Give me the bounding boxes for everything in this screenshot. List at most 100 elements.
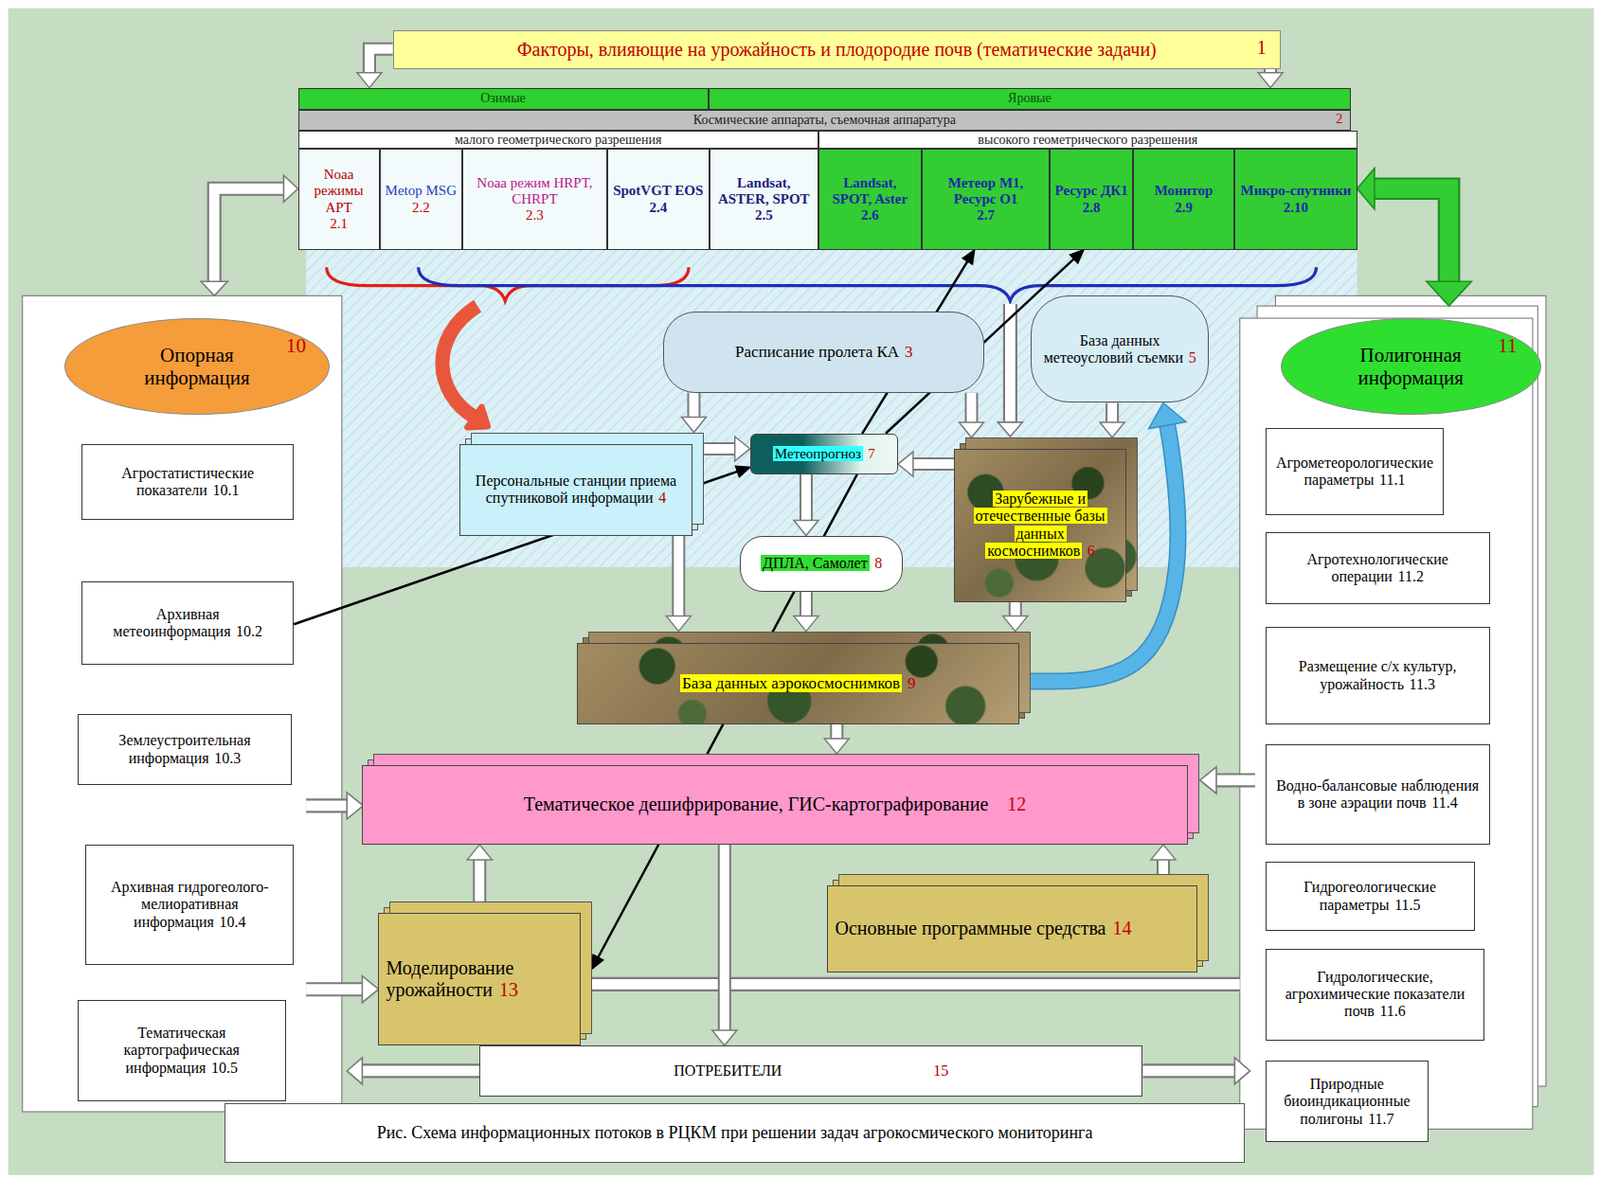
node-label: ПОТРЕБИТЕЛИ (673, 1062, 782, 1079)
source-box: Агротехнологические операции11.2 (1265, 532, 1491, 604)
box-face: Landsat, ASTER, SPOT2.5 (709, 148, 819, 251)
callout-number: 2.3 (466, 207, 604, 224)
source-box: Тематическая картографическая информация… (77, 1000, 287, 1103)
flow-arrow (712, 844, 738, 1046)
text-wrap: Монитор2.9 (1154, 182, 1214, 216)
arrow-shaft (474, 860, 485, 902)
callout-number: 8 (874, 555, 882, 572)
node-label: Noaa режим HRPT, CHRPT (466, 175, 604, 209)
box-face: Тематическое дешифрирование, ГИС-картогр… (361, 765, 1187, 845)
arrow-head (793, 521, 819, 537)
text-wrap: Моделирование урожайности13 (386, 957, 573, 1002)
box-face: Metop MSG2.2 (379, 148, 463, 251)
callout-number: 6 (1087, 542, 1096, 559)
text-wrap: ПОТРЕБИТЕЛИ15 (673, 1062, 949, 1080)
box-face: Озимые (298, 88, 709, 111)
flow-arrow (681, 393, 706, 433)
source-box: Архивная гидрогеолого-мелиоративная инфо… (85, 844, 294, 966)
block-arrow (214, 188, 284, 282)
box-face: Моделирование урожайности13 (377, 913, 581, 1046)
season-band: Озимые (298, 88, 709, 111)
arrow-outline (686, 393, 701, 418)
arrow-shaft (913, 459, 954, 469)
block-arrow-head (346, 1058, 362, 1085)
block-arrow-head (997, 422, 1023, 437)
arrow-head (898, 451, 914, 477)
text-wrap: Водно-балансовые наблюдения в зоне аэрац… (1274, 777, 1482, 813)
callout-number: 7 (867, 446, 876, 462)
node-label: Яровые (1007, 90, 1052, 106)
callout-number: 11.2 (1397, 568, 1423, 585)
node-label: Агрометеорологические параметры (1276, 454, 1434, 488)
text-wrap: Noaa режим HRPT, CHRPT2.3 (466, 175, 604, 225)
node-label: Расписание пролета КА (735, 342, 899, 361)
node-label: Metop MSG (385, 182, 457, 199)
resolution-band: высокого геометрического разрешения (818, 130, 1358, 149)
box-face: Метеор М1, Ресурс О12.7 (921, 148, 1051, 251)
block-arrow-head (346, 792, 363, 820)
arrow-outline (1008, 602, 1023, 617)
callout-number: 12 (1006, 793, 1026, 815)
arrow-head (1150, 844, 1176, 861)
text-wrap: Гидрологические, агрохимические показате… (1274, 969, 1477, 1022)
group-oval: Полигонная информация11 (1280, 318, 1542, 415)
red-flow-arrow (442, 305, 478, 417)
node-label: Landsat, ASTER, SPOT (713, 175, 815, 209)
callout-number: 10.3 (214, 750, 241, 767)
box-face: Агростатистические показатели10.1 (81, 444, 294, 522)
text-wrap: Факторы, влияющие на урожайность и плодо… (517, 38, 1157, 61)
callout-number: 2.9 (1154, 199, 1214, 216)
box-face: База данных метеоусловий съемки5 (1030, 295, 1210, 403)
block-arrow-outline (361, 1063, 480, 1079)
callout-number: 2.8 (1054, 199, 1128, 216)
text-wrap: Основные программные средства14 (835, 917, 1133, 940)
red-arrow-head (467, 407, 488, 429)
callout-number: 10.2 (235, 623, 263, 640)
imagery-stack: База данных аэрокосмоснимков9 (576, 631, 1031, 725)
block-arrow (305, 800, 347, 811)
text-wrap: Ресурс ДК12.8 (1054, 182, 1128, 216)
callout-number: 2.6 (822, 207, 918, 224)
flow-arrow (793, 592, 819, 632)
arrow-outline (964, 393, 978, 423)
mapping-stack: Тематическое дешифрирование, ГИС-картогр… (361, 754, 1199, 845)
arrow-outline (1105, 402, 1119, 422)
callout-number: 14 (1112, 917, 1132, 939)
arrow-outline (369, 49, 394, 73)
database-box: База данных метеоусловий съемки5 (1030, 295, 1210, 403)
callout-number: 11.4 (1431, 794, 1457, 811)
text-wrap: Архивная гидрогеолого-мелиоративная инфо… (93, 879, 286, 932)
callout-number: 3 (904, 342, 914, 361)
arrow-outline (703, 442, 735, 456)
text-wrap: высокого геометрического разрешения (977, 132, 1198, 148)
satellite-cell: Metop MSG2.2 (379, 148, 463, 251)
block-arrow-head (1234, 1058, 1250, 1085)
arrow-shaft (703, 444, 735, 454)
block-arrow-head (283, 175, 298, 202)
arrow-head (592, 954, 604, 970)
text-wrap: Архивная метеоинформация10.2 (89, 606, 286, 642)
model-stack: Моделирование урожайности13 (377, 901, 593, 1046)
node-label: SpotVGT EOS (612, 182, 703, 199)
box-face: Гидрогеологические параметры11.5 (1265, 862, 1475, 932)
text-wrap: Яровые (1007, 90, 1052, 107)
text-wrap: База данных метеоусловий съемки5 (1039, 332, 1202, 368)
text-wrap: Агростатистические показатели10.1 (89, 465, 286, 501)
flow-arrow (958, 393, 984, 438)
block-arrow-head (361, 976, 378, 1004)
callout-number: 2.1 (302, 215, 377, 233)
arrow-outline (718, 844, 732, 1031)
consumers-bar: ПОТРЕБИТЕЛИ15 (479, 1045, 1143, 1097)
box-face: Архивная метеоинформация10.2 (81, 581, 294, 666)
text-wrap: Микро-спутники2.10 (1240, 182, 1351, 216)
block-arrow-outline (214, 188, 284, 282)
source-box: Водно-балансовые наблюдения в зоне аэрац… (1265, 744, 1491, 845)
callout-number: 2 (1335, 111, 1343, 127)
caption-text: Рис. Схема информационных потоков в РЦКМ… (377, 1123, 1094, 1144)
flow-arrow (703, 436, 750, 462)
text-wrap: База данных аэрокосмоснимков9 (680, 674, 917, 694)
arrow-head (1070, 250, 1084, 264)
callout-number: 11.5 (1394, 897, 1421, 914)
arrow-shaft (369, 49, 394, 73)
